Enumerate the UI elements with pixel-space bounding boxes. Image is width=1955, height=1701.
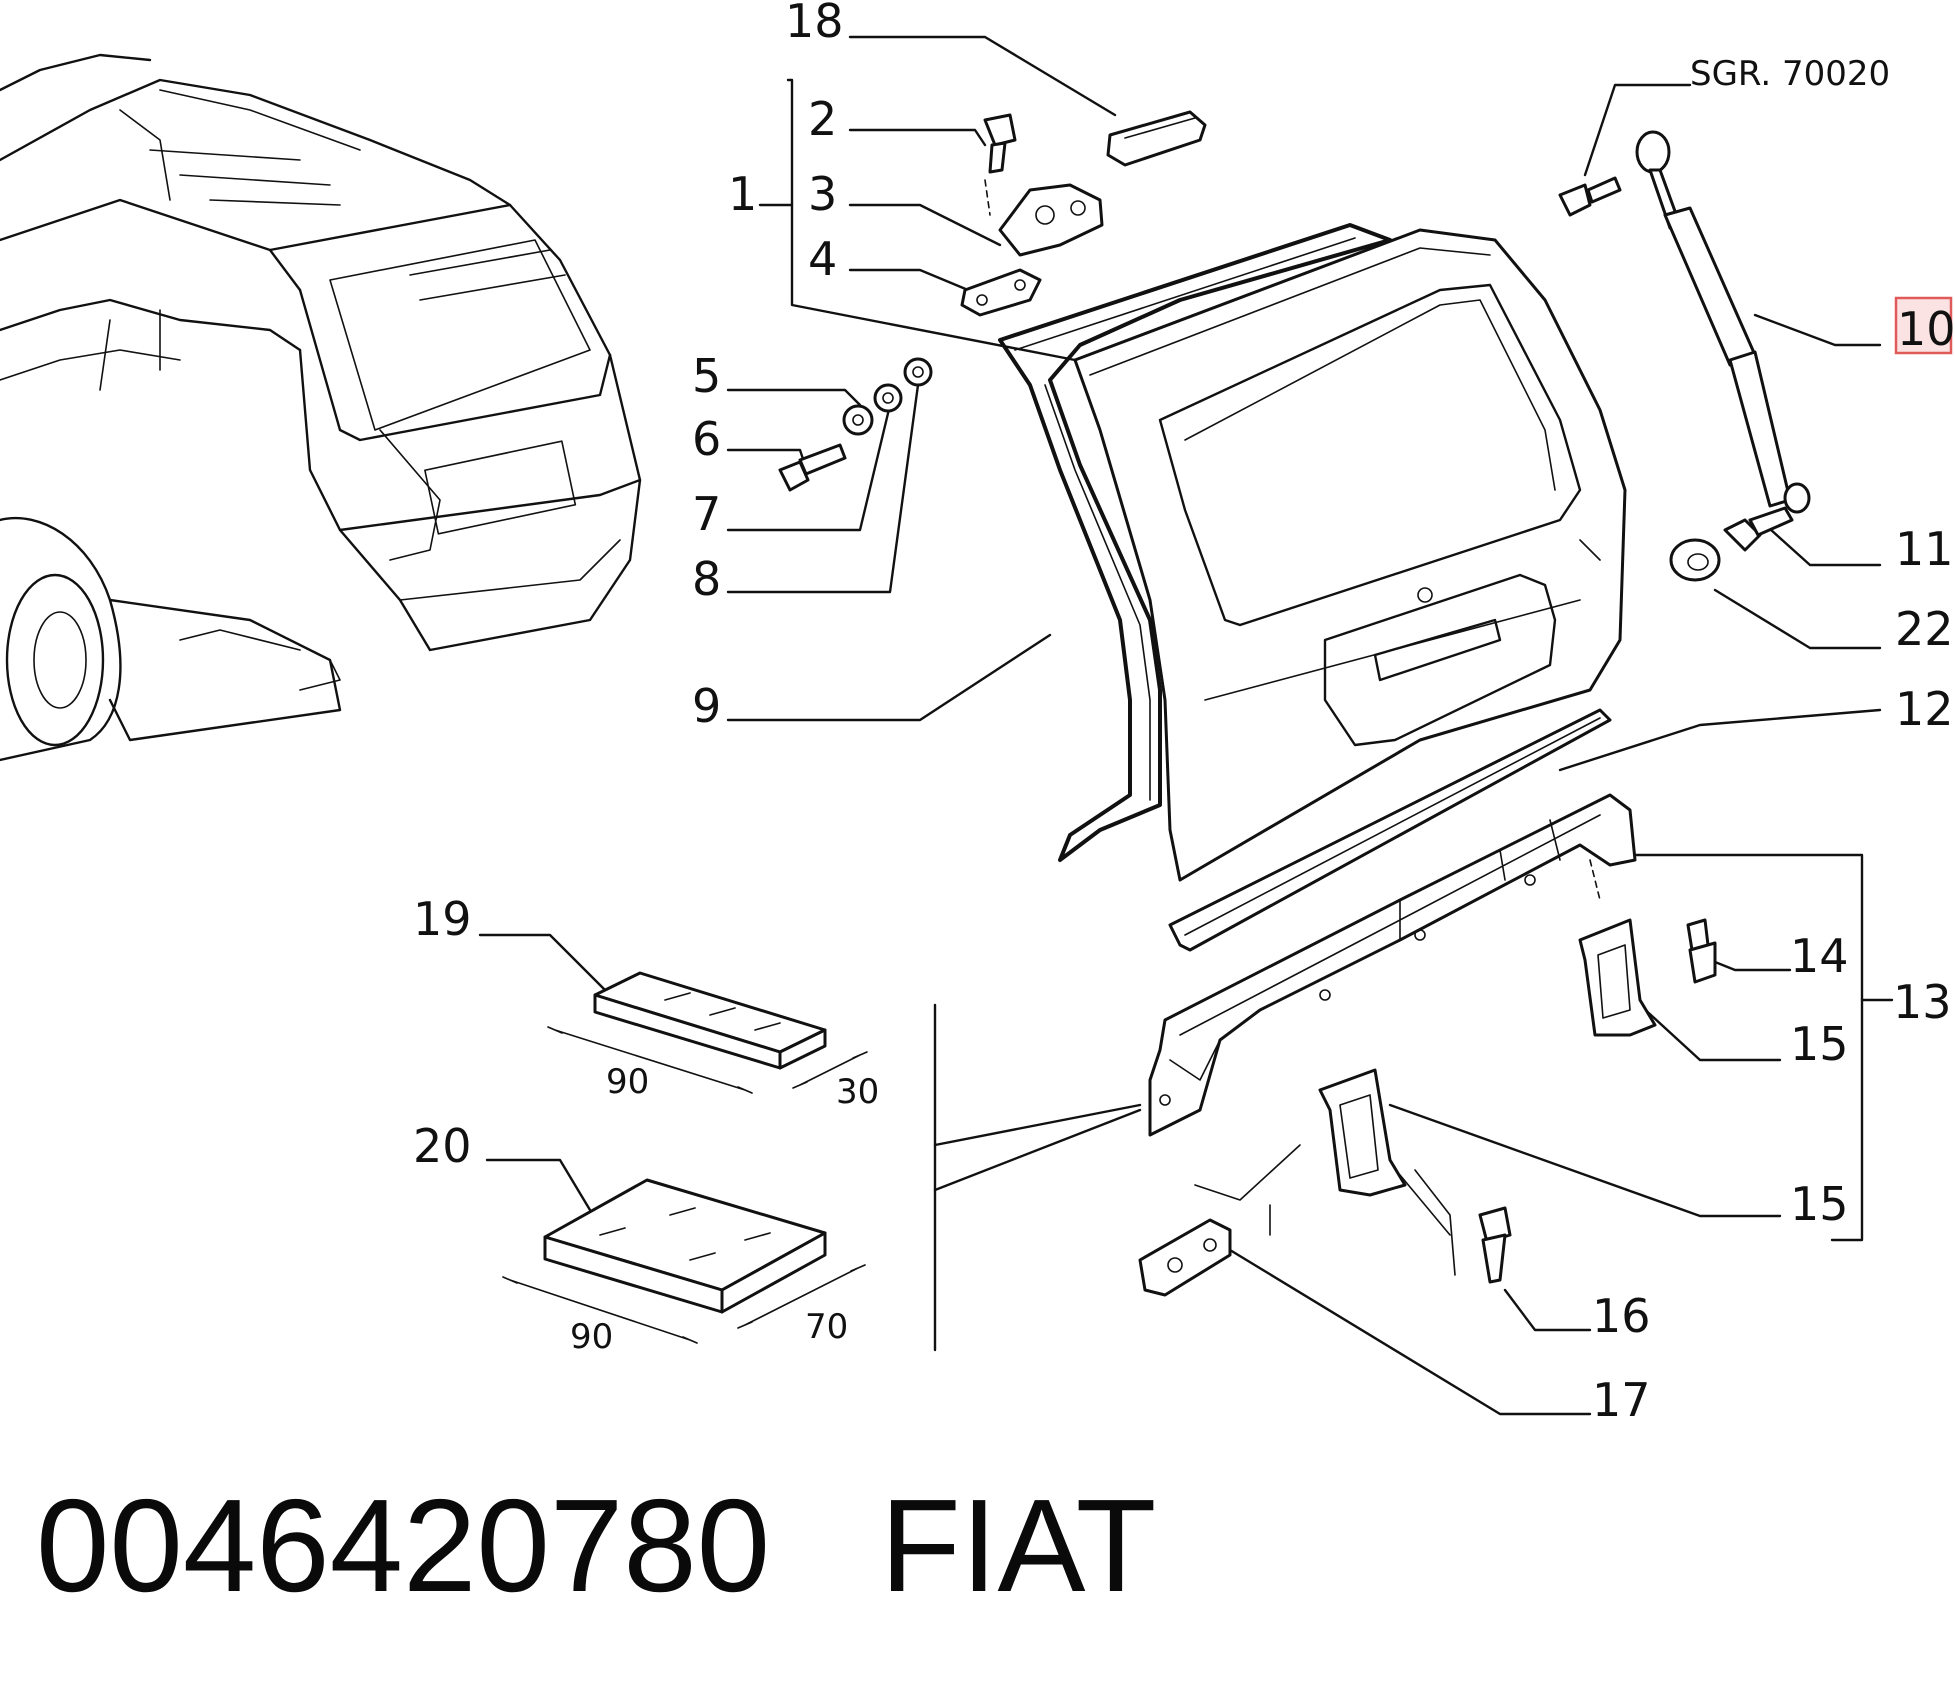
leader-lines [478,35,1894,1416]
highlight-box-10 [1894,296,1953,355]
callout-8: 8 [692,552,721,606]
dimension-20-width: 70 [805,1307,848,1347]
crossmember [1148,793,1637,1137]
callout-17: 17 [1592,1373,1651,1427]
foam-pad-20 [502,1178,866,1344]
tailgate-panel [1073,228,1627,882]
callout-2: 2 [808,92,837,146]
callout-12: 12 [1895,682,1954,736]
callout-6: 6 [692,412,721,466]
callout-4: 4 [808,232,837,286]
part-number: 0046420780 [36,1472,771,1619]
part-caption: 0046420780 FIAT [36,1480,1156,1612]
reference-code: SGR. 70020 [1690,54,1890,94]
callout-1: 1 [728,167,757,221]
callout-9: 9 [692,679,721,733]
hardware-parts [778,110,1811,1297]
callout-15-upper: 15 [1790,1017,1849,1071]
dimension-19-width: 30 [836,1072,879,1112]
lower-seal [1168,708,1612,952]
callout-11: 11 [1895,522,1954,576]
callout-10: 10 [1897,302,1955,356]
tailgate-seal [998,223,1392,862]
callout-18: 18 [785,0,844,48]
callout-15-lower: 15 [1790,1177,1849,1231]
callout-19: 19 [413,892,472,946]
brand-name: FIAT [880,1472,1157,1619]
foam-pad-19 [547,971,868,1094]
callout-7: 7 [692,487,721,541]
callout-5: 5 [692,349,721,403]
callout-20: 20 [413,1119,472,1173]
callout-14: 14 [1790,929,1849,983]
callout-3: 3 [808,167,837,221]
callout-16: 16 [1592,1289,1651,1343]
callout-22: 22 [1895,602,1954,656]
dimension-20-length: 90 [570,1317,613,1357]
dimension-19-length: 90 [606,1062,649,1102]
car-illustration [0,53,642,762]
callout-labels: 18 2 1 3 4 5 6 7 8 9 10 11 22 12 13 14 1… [413,0,1955,1427]
callout-13: 13 [1893,975,1952,1029]
